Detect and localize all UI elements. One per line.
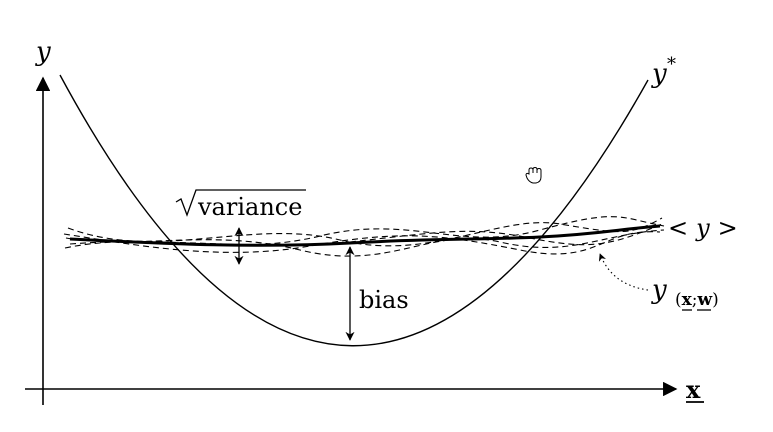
bias-label: bias [359,286,409,314]
target-curve-superscript: * [667,54,676,75]
sqrt-symbol [175,189,306,217]
model-realization-curve [65,229,665,257]
model-label: y (x;w) [651,275,719,310]
target-curve [59,74,649,347]
mean-model-curve [69,224,661,247]
y-axis-label: y [35,37,51,67]
model-pointer [598,253,649,291]
mean-model-label: <y> [668,214,738,242]
x-axis-label: x [686,375,701,404]
target-curve-label: y [651,59,667,89]
model-realization-curve [63,231,661,255]
variance-label: variance [197,193,302,221]
hand-grab-icon [525,166,542,184]
